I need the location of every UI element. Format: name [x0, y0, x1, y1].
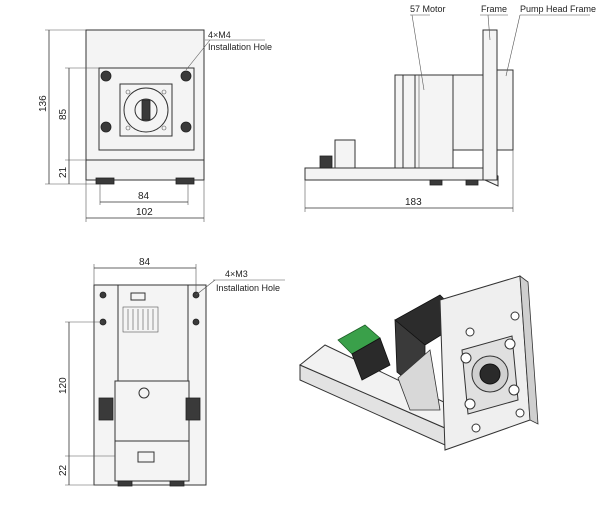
mount-hole-br	[180, 121, 192, 133]
bottom-pump-head	[114, 440, 190, 482]
rotor-outer	[123, 87, 169, 133]
label-pump-head-frame: Pump Head Frame	[520, 4, 596, 14]
front-view-top: 4×M4 Installation Hole 136 85 21 84 102	[38, 29, 272, 222]
rotor-inner	[134, 98, 158, 122]
mount-hole-bl	[100, 121, 112, 133]
base-bracket	[85, 159, 205, 181]
iso-driver-box	[351, 337, 391, 381]
mount-hole-tl	[100, 70, 112, 82]
dim-height-total: 136	[38, 95, 49, 112]
bottom-connector	[122, 306, 159, 333]
rotor-shaft	[141, 99, 151, 121]
hole-callout-sub: Installation Hole	[208, 42, 272, 52]
isometric-view	[299, 275, 539, 451]
iso-frame-bracket	[397, 349, 441, 411]
dim-width-holes: 84	[138, 191, 150, 202]
side-pump-head	[496, 69, 514, 151]
bottom-motor	[114, 380, 190, 442]
bottom-pcb	[117, 284, 189, 382]
dim-height-holes-bottom: 120	[58, 377, 69, 394]
dim-width-total: 102	[136, 207, 153, 218]
dim-height-base-bottom: 22	[58, 464, 69, 476]
side-base-plate	[304, 167, 486, 181]
dim-height-base: 21	[58, 166, 69, 178]
side-mount-plate	[482, 29, 498, 181]
base-foot-right	[175, 177, 195, 185]
dim-width-top: 84	[139, 257, 151, 268]
mount-hole-tr	[180, 70, 192, 82]
side-pcb-box	[334, 139, 356, 169]
dim-height-holes: 85	[58, 108, 69, 120]
base-foot-left	[95, 177, 115, 185]
dim-length: 183	[405, 197, 422, 208]
side-view: 57 Motor Frame Pump Head Frame 183	[304, 4, 596, 212]
label-frame: Frame	[481, 4, 507, 14]
label-motor: 57 Motor	[410, 4, 446, 14]
iso-rotor	[479, 363, 501, 385]
hole-callout-bottom-sub: Installation Hole	[216, 283, 280, 293]
hole-callout: 4×M4	[208, 30, 231, 40]
hole-callout-bottom: 4×M3	[225, 269, 248, 279]
front-view-bottom: 4×M3 Installation Hole 84 120 22	[58, 257, 285, 487]
